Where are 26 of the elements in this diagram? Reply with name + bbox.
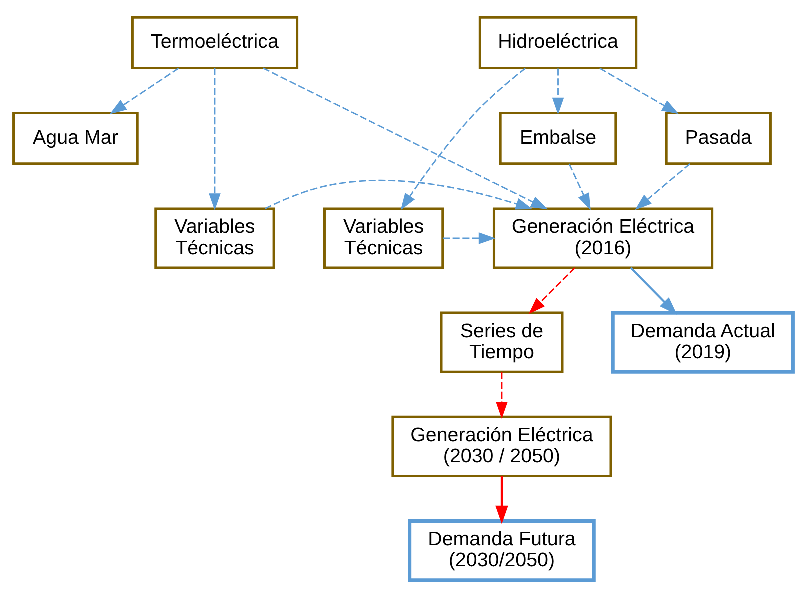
arrow bbox=[496, 372, 508, 420]
node-box: Hidroeléctrica bbox=[478, 16, 638, 70]
arrow bbox=[600, 68, 679, 114]
arrow bbox=[209, 68, 221, 210]
arrow bbox=[635, 163, 691, 210]
arrow bbox=[568, 164, 591, 210]
node-box: Series de Tiempo bbox=[440, 312, 564, 374]
arrow bbox=[400, 68, 526, 210]
node-box: Generación Eléctrica (2016) bbox=[492, 208, 714, 270]
arrow bbox=[110, 68, 180, 114]
arrow bbox=[264, 180, 533, 210]
node-box: Demanda Futura (2030/2050) bbox=[408, 520, 596, 582]
arrow bbox=[552, 68, 564, 115]
node-box: Demanda Actual (2019) bbox=[611, 311, 795, 374]
node-box: Variables Técnicas bbox=[323, 208, 444, 270]
node-box: Pasada bbox=[665, 112, 772, 166]
arrow bbox=[496, 476, 508, 524]
arrow bbox=[263, 68, 548, 210]
arrow bbox=[630, 267, 678, 316]
node-box: Agua Mar bbox=[12, 112, 139, 166]
node-box: Embalse bbox=[499, 112, 618, 166]
node-box: Generación Eléctrica (2030 / 2050) bbox=[392, 416, 612, 478]
arrow bbox=[442, 232, 496, 244]
node-box: Termoeléctrica bbox=[131, 16, 299, 70]
node-box: Variables Técnicas bbox=[154, 208, 276, 270]
arrow bbox=[528, 268, 576, 314]
